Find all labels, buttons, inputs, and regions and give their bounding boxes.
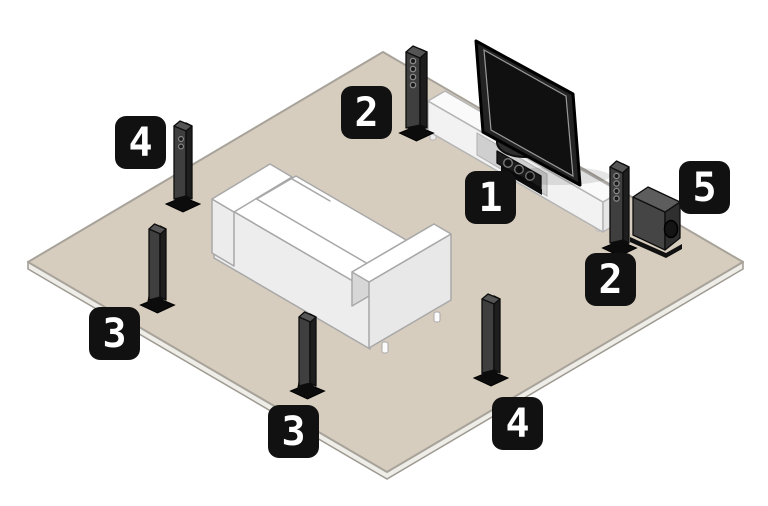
speaker-driver: [409, 65, 417, 73]
label-box: [585, 253, 636, 306]
front-right-tower-speaker: [601, 160, 638, 257]
speaker-side: [493, 295, 501, 374]
label-number: 4: [128, 120, 152, 166]
label-plate-rear-left: 4: [115, 116, 166, 169]
label-number: 1: [478, 175, 502, 221]
center-speaker-plinth: [501, 165, 542, 195]
speaker-cap: [148, 223, 167, 235]
label-plate-subwoofer: 5: [679, 161, 730, 214]
label-box: [465, 171, 516, 224]
speaker-cap: [298, 311, 317, 323]
speaker-front: [298, 313, 311, 387]
center-speaker-driver: [525, 170, 536, 181]
label-plate-surround-left: 3: [89, 307, 140, 360]
label-plate-front-right: 2: [585, 253, 636, 306]
label-box: [115, 116, 166, 169]
center-channel-speaker: [496, 150, 542, 195]
label-number: 2: [354, 90, 378, 136]
front-left-tower-speaker: [398, 45, 435, 142]
label-box: [341, 86, 392, 139]
sofa-armrest-left-top: [211, 163, 293, 213]
label-plate-surround-back: 3: [268, 405, 319, 458]
rear-right-tower-speaker: [472, 293, 510, 387]
speaker-driver: [178, 143, 184, 150]
center-speaker-driver: [514, 164, 525, 175]
label-box: [492, 397, 543, 450]
speaker-side: [309, 313, 317, 387]
speaker-side: [185, 122, 193, 200]
rear-left-tower-speaker: [164, 120, 202, 213]
sofa-armrest-right-top: [351, 223, 452, 283]
speaker-driver: [409, 81, 417, 89]
label-number: 2: [598, 257, 622, 303]
tv-shadow: [506, 167, 610, 185]
subwoofer-port: [663, 219, 679, 239]
speaker-driver: [409, 73, 417, 81]
speaker-driver: [613, 172, 620, 180]
tv-screen: [483, 48, 574, 178]
speaker-side: [419, 48, 428, 129]
speaker-driver: [613, 187, 620, 195]
label-number: 3: [281, 409, 305, 455]
surround-back-tower-speaker: [289, 311, 326, 400]
speaker-driver: [409, 57, 417, 65]
subwoofer-plinth: [630, 237, 682, 258]
speaker-driver: [613, 180, 620, 187]
speaker-front: [481, 295, 495, 374]
label-plate-rear-right: 4: [492, 397, 543, 450]
speaker-cap: [405, 45, 428, 59]
subwoofer: [630, 186, 682, 258]
television: [474, 39, 610, 187]
label-number: 3: [102, 311, 126, 357]
sofa-leg: [433, 311, 441, 323]
speaker-cap: [173, 120, 193, 132]
label-number: 4: [505, 401, 529, 447]
label-box: [679, 161, 730, 214]
label-box: [268, 405, 319, 458]
speaker-front: [148, 225, 161, 301]
speaker-driver: [178, 136, 184, 142]
label-plate-center-channel: 1: [465, 171, 516, 224]
sofa-leg: [381, 341, 389, 354]
speaker-cap: [481, 293, 501, 305]
speaker-front: [173, 122, 187, 200]
speaker-side: [622, 163, 630, 244]
center-speaker-driver: [503, 157, 514, 168]
sofa: [211, 163, 452, 354]
surround-left-tower-speaker: [139, 223, 176, 314]
label-box: [89, 307, 140, 360]
label-number: 5: [692, 165, 716, 211]
label-plate-front-left: 2: [341, 86, 392, 139]
speaker-side: [159, 225, 167, 301]
speaker-driver: [613, 195, 620, 202]
speaker-cap: [609, 160, 630, 174]
